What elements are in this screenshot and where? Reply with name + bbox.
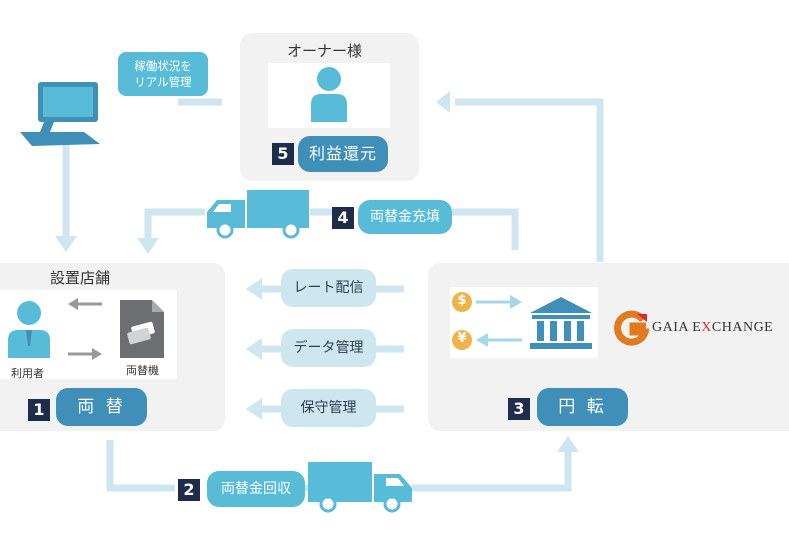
collect-truck-icon [308,462,412,513]
computer-icon [20,82,100,146]
yen-symbol: ¥ [457,331,467,346]
data-management-label: データ管理 [281,329,376,367]
store-title: 設置店舗 [50,269,111,287]
step-3-badge: 3 [508,398,530,420]
bank-icon [530,297,592,349]
brand-x: X [701,320,712,335]
step-4-label: 両替金充填 [358,200,452,234]
step-4-badge: 4 [332,207,354,229]
arrow-right-icon [68,348,102,360]
step-1-label: 両 替 [56,388,147,426]
yen-coin-icon [452,330,472,350]
step-3-label: 円 転 [537,388,628,426]
rate-distribution-label: レート配信 [281,269,376,307]
monitor-callout: 稼働状況を リアル管理 [118,52,208,96]
maintenance-label: 保守管理 [281,389,376,427]
arrow-left-icon [476,333,522,347]
dollar-coin-icon [452,292,472,312]
machine-label: 両替機 [126,364,159,377]
dollar-symbol: $ [457,293,467,308]
monitor-line2: リアル管理 [134,75,192,89]
owner-title: オーナー様 [287,42,363,60]
monitor-line1: 稼働状況を [134,59,192,73]
exchange-machine-icon [120,300,164,358]
brand-name: GAIA EXCHANGE [652,320,773,336]
brand-suffix: CHANGE [711,320,774,335]
step-5-badge: 5 [272,143,294,165]
step-2-label: 両替金回収 [207,471,305,507]
step-2-badge: 2 [178,479,200,501]
step-5-label: 利益還元 [298,136,388,172]
brand-prefix: GAIA E [652,320,702,335]
user-label: 利用者 [11,367,44,380]
arrow-right-icon [476,295,522,309]
refill-truck-icon [207,190,309,239]
arrow-left-icon [68,298,102,310]
user-person-icon [8,301,50,358]
owner-person-icon [311,67,347,122]
step-1-badge: 1 [28,399,50,421]
gaia-logo-icon [614,310,649,346]
